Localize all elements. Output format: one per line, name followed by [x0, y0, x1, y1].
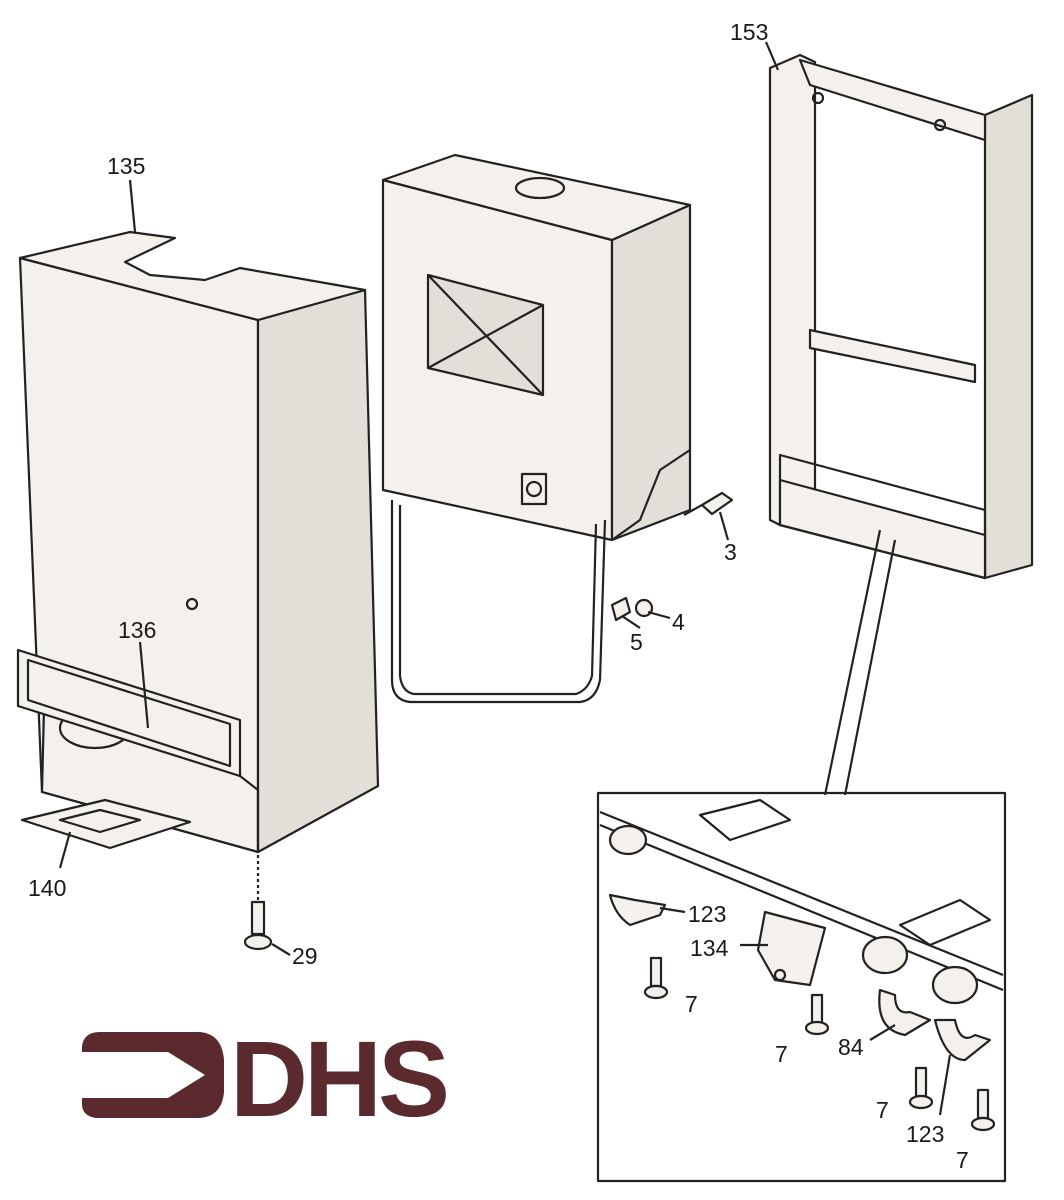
label-7-c: 7	[876, 1097, 889, 1123]
label-4: 4	[672, 609, 685, 635]
label-7-d: 7	[956, 1147, 969, 1173]
inset-detail	[596, 791, 1007, 1183]
panel-136	[16, 648, 242, 778]
inner-combustion-box	[381, 153, 692, 704]
fittings-3-4-5	[610, 491, 734, 622]
label-136: 136	[118, 617, 156, 643]
logo-arrow-shape	[82, 1032, 224, 1118]
label-3: 3	[724, 539, 737, 565]
label-7-b: 7	[775, 1041, 788, 1067]
leader-lines	[58, 41, 952, 1116]
label-123-top: 123	[688, 901, 726, 927]
plate-140	[20, 798, 192, 850]
label-153: 153	[730, 19, 768, 45]
label-7-a: 7	[685, 991, 698, 1017]
label-140: 140	[28, 875, 66, 901]
label-5: 5	[630, 629, 643, 655]
wall-frame-153	[768, 53, 1034, 796]
dhs-logo: DHS	[82, 1018, 450, 1139]
logo-text: DHS	[230, 1018, 446, 1139]
label-84: 84	[838, 1034, 864, 1060]
label-134: 134	[690, 935, 729, 961]
screw-29	[243, 855, 273, 951]
label-29: 29	[292, 943, 318, 969]
label-123-bottom: 123	[906, 1121, 944, 1147]
label-135: 135	[107, 153, 145, 179]
